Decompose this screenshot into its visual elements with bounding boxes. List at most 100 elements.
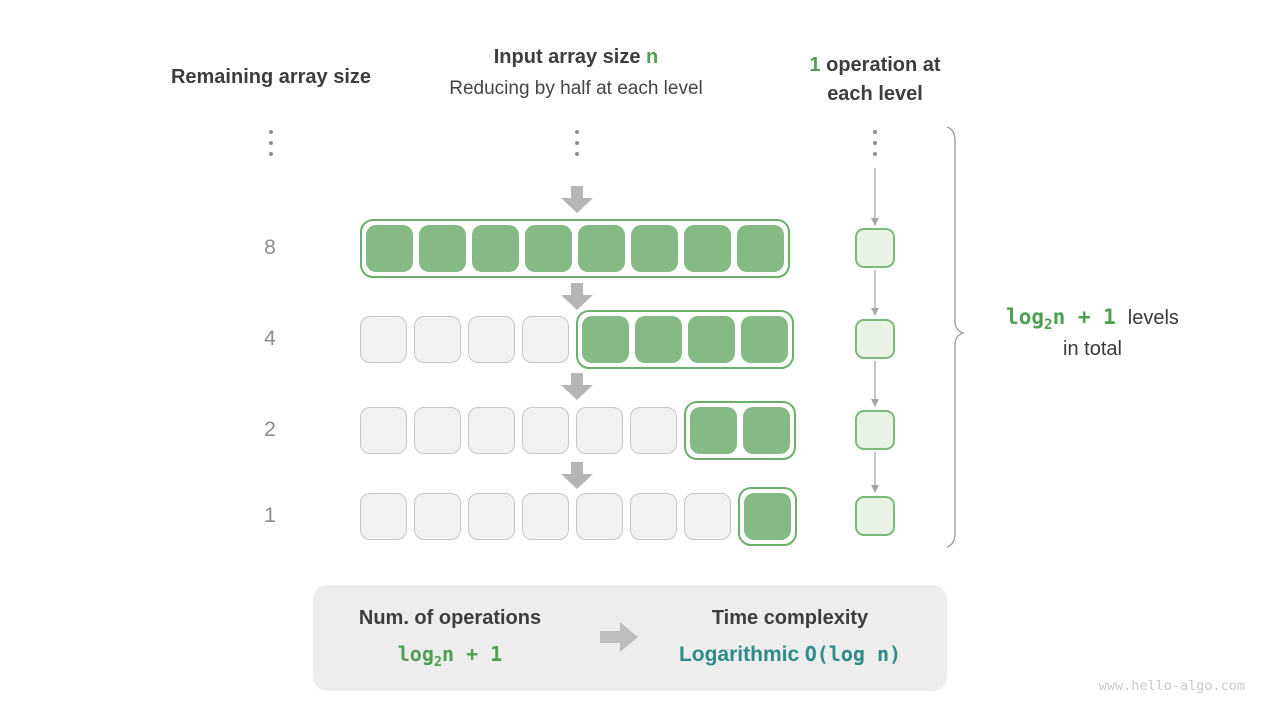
remaining-header-label: Remaining array size: [170, 66, 372, 88]
array-cell-active: [690, 406, 737, 454]
logarithmic-word: Logarithmic: [678, 643, 800, 666]
operation-box: [855, 319, 895, 359]
levels-word: levels: [1127, 307, 1179, 329]
array-cell-inactive: [522, 406, 569, 454]
big-o-notation: O(log n): [804, 642, 902, 666]
vertical-ellipsis: [873, 130, 877, 156]
log-subscript: 2: [433, 654, 443, 670]
num-operations-title: Num. of operations: [358, 607, 542, 629]
down-arrow-icon: [561, 283, 593, 310]
array-cell-inactive: [630, 492, 677, 540]
array-cell-inactive: [576, 492, 623, 540]
down-arrow-thin-icon: [871, 168, 879, 226]
log-tail: n + 1: [442, 642, 503, 666]
array-cell-inactive: [414, 406, 461, 454]
ellipsis-dot: [575, 130, 579, 134]
down-arrow-thin-icon: [871, 452, 879, 493]
num-operations-formula: log2n + 1: [340, 642, 560, 670]
down-arrow-icon: [561, 186, 593, 213]
array-cell-active: [635, 315, 682, 363]
array-cell-active: [684, 224, 731, 272]
log-word: log: [1006, 305, 1044, 329]
row-size-label: 1: [264, 504, 276, 527]
active-subarray: [684, 400, 796, 460]
array-cell-active: [419, 224, 466, 272]
array-cell-active: [582, 315, 629, 363]
array-cell-active: [366, 224, 413, 272]
array-cell-active: [578, 224, 625, 272]
array-row: [360, 308, 794, 370]
array-cell-active: [525, 224, 572, 272]
time-complexity-title: Time complexity: [711, 607, 869, 629]
levels-note-line1: log2n + 1 levels: [980, 305, 1205, 333]
ellipsis-dot: [269, 130, 273, 134]
array-cell-inactive: [414, 492, 461, 540]
ellipsis-dot: [873, 152, 877, 156]
array-cell-inactive: [468, 406, 515, 454]
remaining-array-size-header: Remaining array size: [121, 66, 421, 89]
active-subarray: [576, 309, 794, 369]
num-operations-block: Num. of operations log2n + 1: [340, 607, 560, 670]
row-size-label: 2: [264, 418, 276, 441]
array-cell-inactive: [630, 406, 677, 454]
ellipsis-dot: [575, 141, 579, 145]
array-cell-inactive: [522, 315, 569, 363]
operations-header-count: 1: [809, 54, 821, 76]
down-arrow-icon: [561, 462, 593, 489]
log-formula: log2n + 1: [1006, 305, 1116, 333]
array-cell-active: [472, 224, 519, 272]
array-cell-active: [743, 406, 790, 454]
operations-header: 1 operation at each level: [775, 51, 975, 109]
time-complexity-value: Logarithmic O(log n): [655, 642, 925, 667]
active-subarray: [360, 218, 790, 278]
ellipsis-dot: [269, 152, 273, 156]
vertical-ellipsis: [269, 130, 273, 156]
down-arrow-thin-icon: [871, 270, 879, 316]
array-cell-inactive: [522, 492, 569, 540]
input-header-text: Input array size: [493, 46, 647, 68]
array-cell-inactive: [360, 406, 407, 454]
row-size-label: 4: [264, 327, 276, 350]
operation-box: [855, 496, 895, 536]
operation-box: [855, 228, 895, 268]
array-cell-active: [631, 224, 678, 272]
operation-box: [855, 410, 895, 450]
input-header-subtitle: Reducing by half at each level: [449, 78, 703, 99]
array-cell-active: [688, 315, 735, 363]
log-tail: n + 1: [1052, 305, 1116, 329]
array-row: [360, 399, 796, 461]
log-subscript: 2: [1043, 317, 1053, 334]
down-arrow-icon: [561, 373, 593, 400]
array-cell-inactive: [468, 315, 515, 363]
levels-note: log2n + 1 levels in total: [980, 305, 1205, 361]
row-size-label: 8: [264, 236, 276, 259]
operations-header-line2: each level: [827, 83, 923, 105]
right-arrow-icon: [600, 622, 638, 652]
vertical-ellipsis: [575, 130, 579, 156]
array-cell-inactive: [576, 406, 623, 454]
array-row: [360, 485, 797, 547]
in-total-text: in total: [1063, 338, 1122, 361]
watermark: www.hello-algo.com: [1098, 678, 1245, 694]
active-subarray: [738, 486, 797, 546]
log-word: log: [397, 642, 434, 666]
ellipsis-dot: [269, 141, 273, 145]
ellipsis-dot: [873, 130, 877, 134]
array-cell-inactive: [684, 492, 731, 540]
curly-brace: [946, 126, 966, 548]
array-cell-inactive: [360, 492, 407, 540]
ellipsis-dot: [873, 141, 877, 145]
array-cell-active: [737, 224, 784, 272]
ellipsis-dot: [575, 152, 579, 156]
array-row: [360, 217, 790, 279]
array-cell-active: [744, 492, 791, 540]
array-cell-inactive: [414, 315, 461, 363]
operations-header-text: operation at: [820, 54, 941, 76]
input-array-size-header: Input array size n Reducing by half at e…: [426, 46, 726, 100]
array-cell-active: [741, 315, 788, 363]
down-arrow-thin-icon: [871, 361, 879, 407]
input-header-n: n: [646, 46, 659, 68]
array-cell-inactive: [360, 315, 407, 363]
time-complexity-block: Time complexity Logarithmic O(log n): [655, 607, 925, 667]
